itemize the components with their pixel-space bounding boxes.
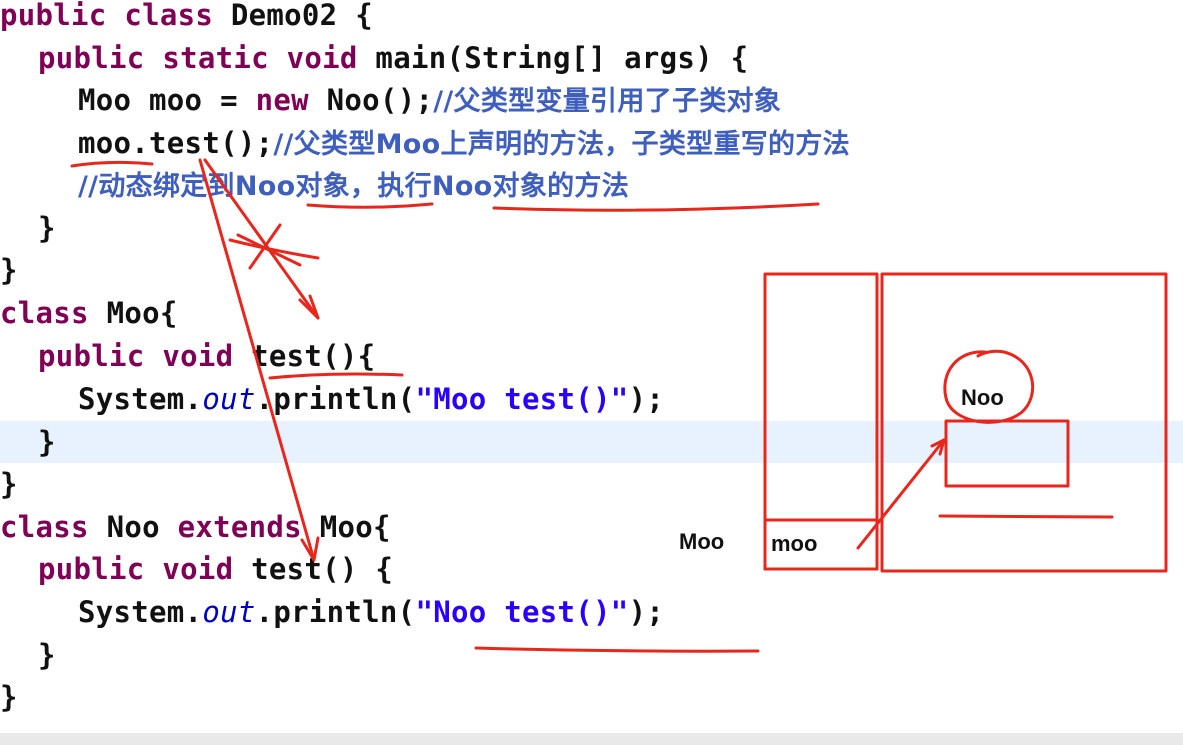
code-text: .println( bbox=[255, 595, 416, 629]
code-line-6: } bbox=[38, 211, 56, 245]
keyword: class bbox=[0, 510, 89, 544]
code-line-14: public void test() { bbox=[38, 548, 393, 590]
code-line-2: public static void main(String[] args) { bbox=[38, 37, 748, 79]
code-text: test() { bbox=[233, 552, 394, 586]
code-line-8: class Moo{ bbox=[0, 292, 178, 334]
code-line-15: System.out.println("Noo test()"); bbox=[78, 591, 664, 633]
code-text: Moo moo = bbox=[78, 83, 256, 117]
string-literal: "Moo test()" bbox=[415, 382, 629, 416]
keyword: public static void bbox=[38, 41, 358, 75]
code-line-10: System.out.println("Moo test()"); bbox=[78, 378, 664, 420]
code-text: System. bbox=[78, 595, 203, 629]
keyword: public void bbox=[38, 339, 234, 373]
comment: //动态绑定到Noo对象，执行Noo对象的方法 bbox=[78, 171, 630, 202]
code-line-5: //动态绑定到Noo对象，执行Noo对象的方法 bbox=[78, 164, 629, 206]
code-text: Demo02 { bbox=[213, 0, 373, 32]
variable-label: moo bbox=[771, 531, 818, 556]
keyword: public void bbox=[38, 552, 234, 586]
code-text: .println( bbox=[255, 382, 416, 416]
object-label: Noo bbox=[961, 385, 1004, 410]
code-line-12: } bbox=[0, 467, 18, 501]
field-out: out bbox=[202, 595, 256, 629]
code-text: Moo{ bbox=[301, 510, 391, 544]
code-text: Moo{ bbox=[88, 296, 178, 330]
keyword: new bbox=[255, 83, 309, 117]
field-out: out bbox=[202, 382, 256, 416]
code-text: moo.test(); bbox=[78, 126, 274, 160]
code-text: test(){ bbox=[233, 339, 376, 373]
code-line-17: } bbox=[0, 680, 18, 714]
string-literal: "Noo test()" bbox=[415, 595, 629, 629]
code-text: Noo bbox=[88, 510, 178, 544]
code-line-4: moo.test();//父类型Moo上声明的方法，子类型重写的方法 bbox=[78, 122, 850, 164]
current-line-highlight bbox=[0, 421, 1183, 463]
type-label: Moo bbox=[679, 529, 725, 554]
keyword: extends bbox=[177, 510, 302, 544]
code-line-3: Moo moo = new Noo();//父类型变量引用了子类对象 bbox=[78, 79, 781, 121]
code-text: ); bbox=[628, 382, 665, 416]
code-line-16: } bbox=[38, 638, 56, 672]
comment: //父类型变量引用了子类对象 bbox=[433, 86, 782, 117]
code-line-7: } bbox=[0, 253, 18, 287]
code-text: ); bbox=[628, 595, 665, 629]
keyword: public class bbox=[0, 0, 214, 32]
keyword: class bbox=[0, 296, 89, 330]
code-text: Noo(); bbox=[308, 83, 434, 117]
code-line-1: public class Demo02 { bbox=[0, 0, 373, 36]
code-line-11: } bbox=[38, 425, 56, 459]
code-line-9: public void test(){ bbox=[38, 335, 375, 377]
code-line-13: class Noo extends Moo{ bbox=[0, 506, 391, 548]
bottom-bar bbox=[0, 733, 1183, 745]
code-text: System. bbox=[78, 382, 203, 416]
code-text: main(String[] args) { bbox=[357, 41, 749, 75]
comment: //父类型Moo上声明的方法，子类型重写的方法 bbox=[273, 129, 850, 160]
